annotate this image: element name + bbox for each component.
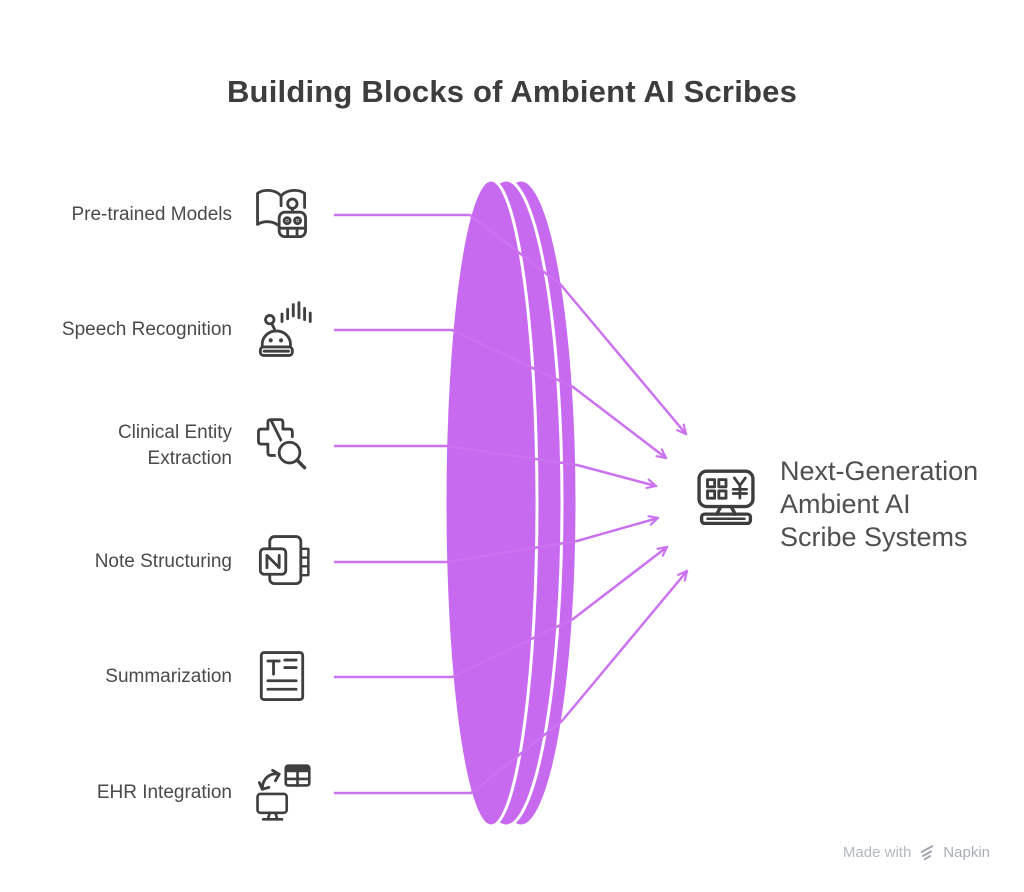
label-pre-trained-models: Pre-trained Models bbox=[71, 204, 232, 225]
watermark-prefix: Made with bbox=[842, 843, 912, 861]
summary-document-icon bbox=[250, 645, 314, 709]
output-label-line2: Ambient AI bbox=[780, 489, 911, 519]
label-ehr-integration: EHR Integration bbox=[96, 782, 232, 803]
output-label-line1: Next-Generation bbox=[780, 456, 979, 486]
book-robot-icon bbox=[250, 183, 314, 247]
label-clinical-entity-extraction: Clinical Entity Extraction bbox=[117, 422, 232, 469]
napkin-logo-icon bbox=[920, 845, 934, 861]
medical-cross-search-icon bbox=[250, 414, 314, 478]
lens-shape bbox=[443, 178, 579, 828]
notebook-n-icon bbox=[250, 530, 314, 594]
output-label-line3: Scribe Systems bbox=[780, 522, 968, 552]
page-title: Building Blocks of Ambient AI Scribes bbox=[226, 74, 798, 109]
label-summarization: Summarization bbox=[105, 666, 232, 687]
label-speech-recognition: Speech Recognition bbox=[61, 319, 232, 340]
output-label: Next-Generation Ambient AI Scribe System… bbox=[780, 455, 1020, 554]
label-note-structuring: Note Structuring bbox=[94, 551, 232, 572]
napkin-watermark[interactable]: Made with Napkin bbox=[843, 843, 990, 861]
ehr-sync-icon bbox=[250, 761, 314, 825]
scribe-terminal-icon bbox=[694, 467, 758, 536]
connector-arrows bbox=[333, 213, 689, 795]
watermark-brand: Napkin bbox=[943, 843, 990, 861]
speech-robot-icon bbox=[250, 298, 314, 362]
